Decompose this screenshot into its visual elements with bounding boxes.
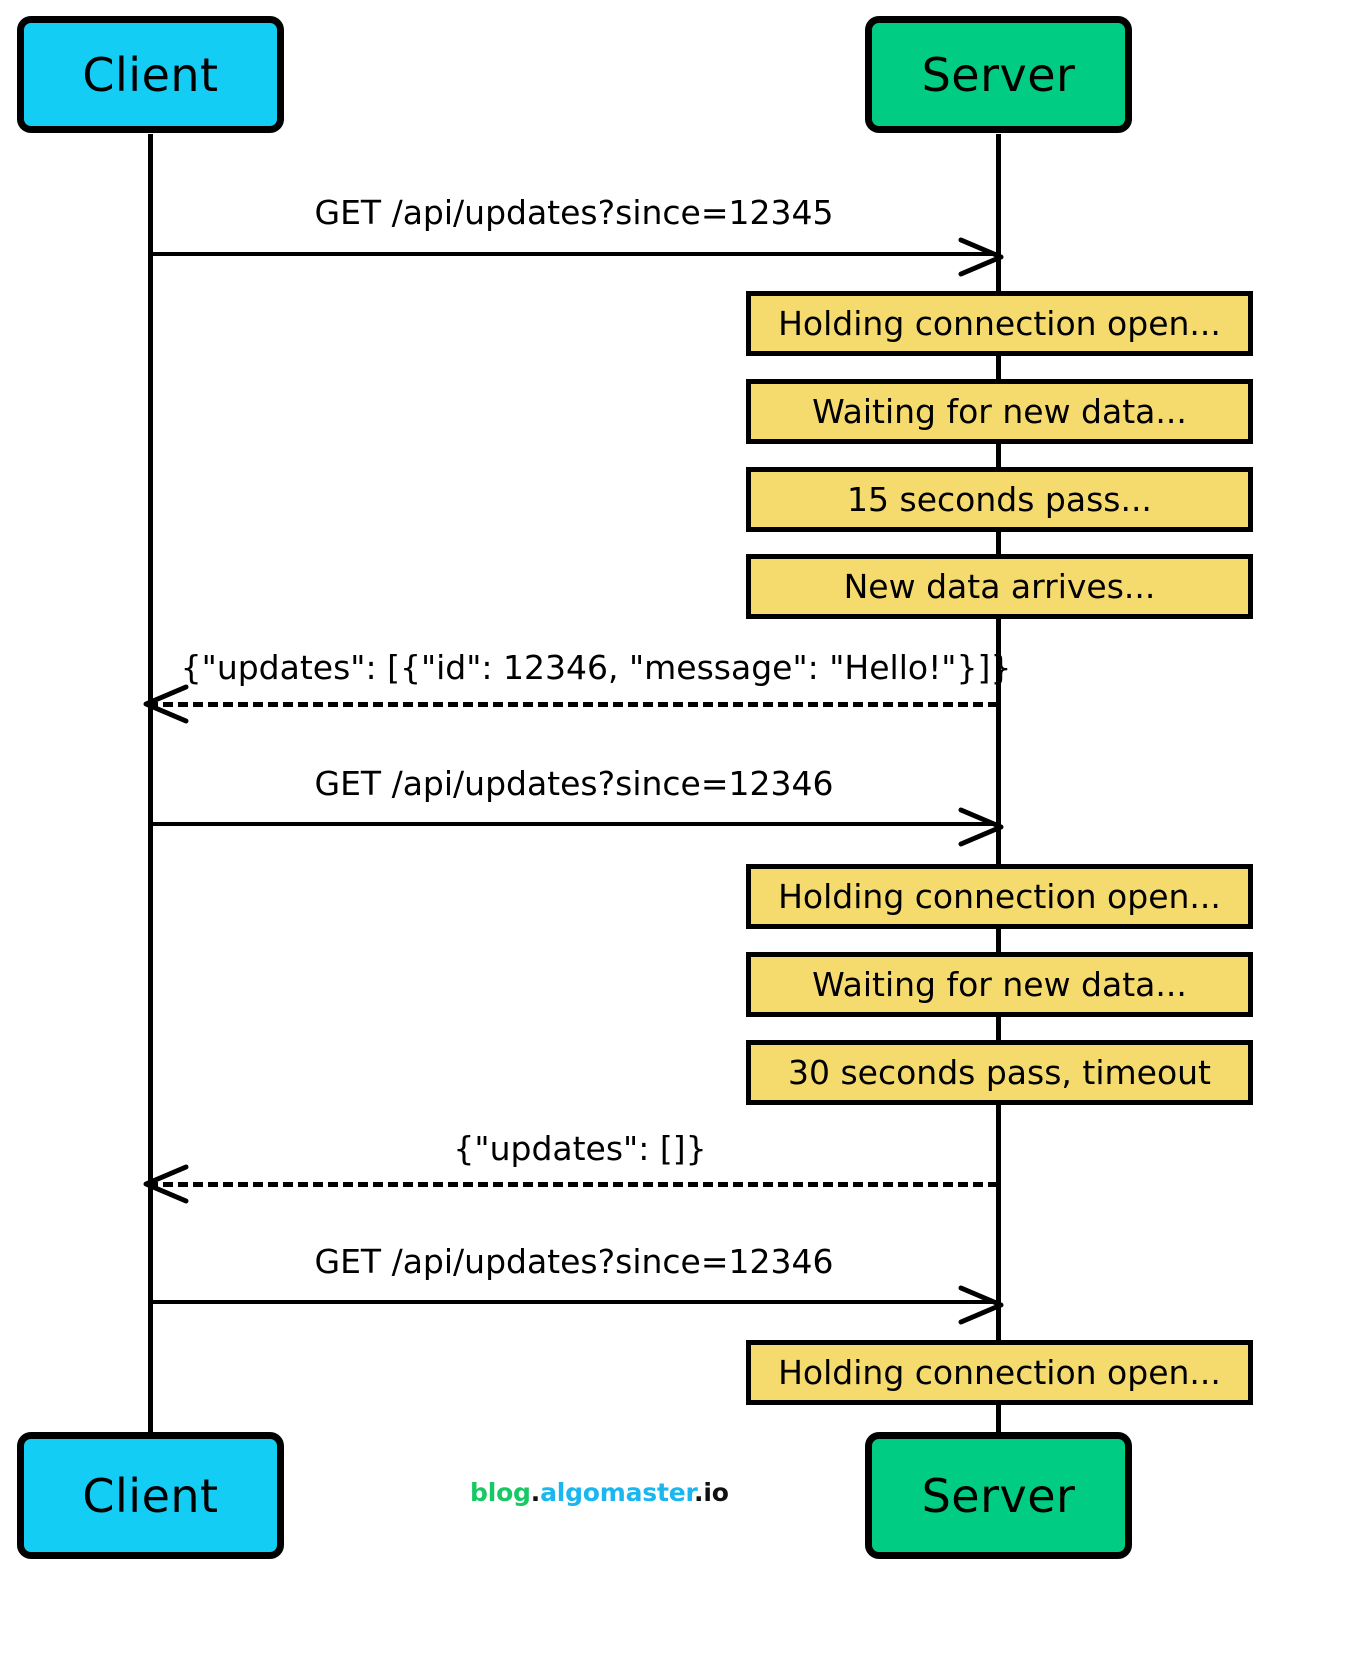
note-n2: Waiting for new data... — [746, 379, 1253, 444]
message-label-res1: {"updates": [{"id": 12346, "message": "H… — [180, 648, 1012, 687]
message-line-res2 — [148, 1182, 998, 1187]
message-arrow-req1 — [148, 237, 1004, 277]
participant-server-bottom-label: Server — [921, 1468, 1076, 1523]
participant-client-bottom-label: Client — [82, 1468, 219, 1523]
note-n7: 30 seconds pass, timeout — [746, 1040, 1253, 1105]
note-n7-text: 30 seconds pass, timeout — [788, 1053, 1211, 1092]
note-n5-text: Holding connection open... — [778, 877, 1221, 916]
branding-algomaster: algomaster — [540, 1478, 695, 1507]
message-label-res2: {"updates": []} — [453, 1129, 707, 1168]
message-line-req1 — [148, 252, 998, 256]
participant-client-bottom[interactable]: Client — [17, 1432, 284, 1559]
message-arrow-res2 — [143, 1164, 998, 1204]
message-line-req3 — [148, 1300, 998, 1304]
note-n6: Waiting for new data... — [746, 952, 1253, 1017]
participant-server-bottom[interactable]: Server — [865, 1432, 1132, 1559]
note-n8: Holding connection open... — [746, 1340, 1253, 1405]
note-n3: 15 seconds pass... — [746, 467, 1253, 532]
note-n1-text: Holding connection open... — [778, 304, 1221, 343]
branding-watermark: blog.algomaster.io — [470, 1478, 729, 1507]
branding-dot: . — [530, 1478, 541, 1507]
note-n8-text: Holding connection open... — [778, 1353, 1221, 1392]
message-arrow-req2 — [148, 807, 1004, 847]
note-n5: Holding connection open... — [746, 864, 1253, 929]
participant-server-top-label: Server — [921, 47, 1076, 102]
note-n4-text: New data arrives... — [843, 567, 1156, 606]
participant-client-top[interactable]: Client — [17, 16, 284, 133]
message-label-req1: GET /api/updates?since=12345 — [314, 193, 834, 232]
note-n1: Holding connection open... — [746, 291, 1253, 356]
message-line-req2 — [148, 822, 998, 826]
message-line-res1 — [148, 702, 998, 707]
participant-client-top-label: Client — [82, 47, 219, 102]
message-arrow-req3 — [148, 1285, 1004, 1325]
server-lifeline — [996, 134, 1001, 1434]
branding-blog: blog — [470, 1478, 531, 1507]
note-n4: New data arrives... — [746, 554, 1253, 619]
message-arrow-res1 — [143, 684, 998, 724]
participant-server-top[interactable]: Server — [865, 16, 1132, 133]
client-lifeline — [148, 134, 153, 1434]
note-n6-text: Waiting for new data... — [812, 965, 1187, 1004]
branding-tld: .io — [694, 1478, 729, 1507]
note-n3-text: 15 seconds pass... — [847, 480, 1152, 519]
message-label-req3: GET /api/updates?since=12346 — [314, 1242, 834, 1281]
note-n2-text: Waiting for new data... — [812, 392, 1187, 431]
message-label-req2: GET /api/updates?since=12346 — [314, 764, 834, 803]
